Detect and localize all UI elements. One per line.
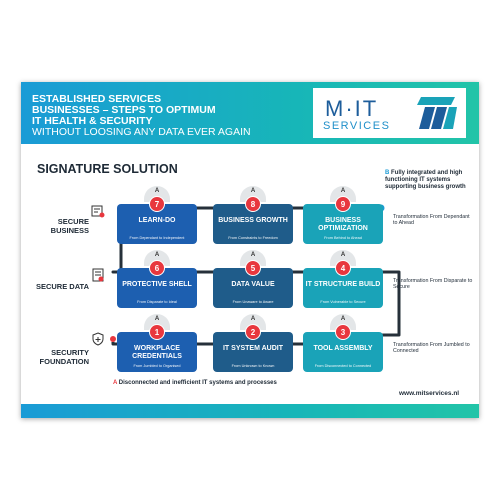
start-marker: A bbox=[113, 380, 118, 386]
stage-letter: A bbox=[340, 252, 346, 258]
stage-letter: A bbox=[154, 188, 160, 194]
logo-name: M·IT bbox=[325, 96, 379, 121]
goal-text: Fully integrated and high functioning IT… bbox=[385, 170, 466, 191]
stage-sub: From Behind to Ahead bbox=[324, 236, 362, 240]
stage-sub: From Jumbled to Organised bbox=[133, 364, 181, 368]
stage-letter: A bbox=[250, 316, 256, 322]
stage-title: TOOL ASSEMBLY bbox=[313, 345, 373, 352]
stage-number-3: 3 bbox=[335, 324, 351, 340]
section-title: SIGNATURE SOLUTION bbox=[37, 162, 178, 176]
goal-marker: B bbox=[385, 170, 390, 176]
stage-letter: A bbox=[250, 252, 256, 258]
stage-title: WORKPLACE CREDENTIALS bbox=[132, 345, 182, 360]
stage-number-4: 4 bbox=[335, 260, 351, 276]
stage-number-9: 9 bbox=[335, 196, 351, 212]
stage-letter: A bbox=[154, 316, 160, 322]
poster: ESTABLISHED SERVICES BUSINESSES – STEPS … bbox=[21, 82, 479, 418]
header-line-1: ESTABLISHED SERVICES bbox=[32, 93, 162, 105]
stage-letter: A bbox=[340, 188, 346, 194]
logo-sub: SERVICES bbox=[323, 120, 391, 132]
transformation-secure-business: Transformation From Dependant to Ahead bbox=[393, 214, 470, 227]
stage-title: BUSINESS OPTIMIZATION bbox=[318, 217, 368, 232]
logo: M·IT SERVICES bbox=[313, 88, 466, 138]
header-line-2: BUSINESSES – STEPS TO OPTIMUM bbox=[32, 104, 216, 116]
stage-number-6: 6 bbox=[149, 260, 165, 276]
stage-letter: A bbox=[154, 252, 160, 258]
header-line-3: IT HEALTH & SECURITY bbox=[32, 115, 153, 127]
stage-letter: A bbox=[340, 316, 346, 322]
row-label-secure-business: SECURE BUSINESS bbox=[50, 217, 89, 235]
stage-title: LEARN-DO bbox=[138, 217, 176, 224]
stage-sub: From Constraints to Freedom bbox=[228, 236, 278, 240]
stage-title: DATA VALUE bbox=[231, 281, 275, 288]
stage-sub: From Vulnerable to Secure bbox=[320, 300, 366, 304]
stage-workplace-credentials: WORKPLACE CREDENTIALS From Jumbled to Or… bbox=[117, 332, 197, 372]
stage-sub: From Unknown to Known bbox=[231, 364, 275, 368]
transformation-secure-data: Transformation From Disparate to Secure bbox=[393, 278, 473, 291]
stage-sub: From Unaware to Aware bbox=[232, 300, 274, 304]
start-text: Disconnected and inefficient IT systems … bbox=[118, 380, 277, 386]
row-label-secure-data: SECURE DATA bbox=[35, 282, 89, 291]
stage-business-optimization: BUSINESS OPTIMIZATION From Behind to Ahe… bbox=[303, 204, 383, 244]
starting-point-note: A Disconnected and inefficient IT system… bbox=[113, 380, 277, 386]
header-line-4: WITHOUT LOOSING ANY DATA EVER AGAIN bbox=[32, 126, 251, 138]
header-banner: ESTABLISHED SERVICES BUSINESSES – STEPS … bbox=[21, 82, 479, 144]
stage-title: IT SYSTEM AUDIT bbox=[222, 345, 284, 352]
secure-business-icon bbox=[91, 205, 105, 218]
stage-sub: From Disparate to Ideal bbox=[137, 300, 177, 304]
logo-mark-icon bbox=[417, 97, 457, 129]
stage-letter: A bbox=[250, 188, 256, 194]
transformation-security-foundation: Transformation From Jumbled to Connected bbox=[393, 342, 470, 355]
stage-number-2: 2 bbox=[245, 324, 261, 340]
website-url: www.mitservices.nl bbox=[399, 390, 460, 397]
stage-number-7: 7 bbox=[149, 196, 165, 212]
secure-data-icon bbox=[92, 268, 104, 282]
stage-sub: From Disconnected to Connected bbox=[314, 364, 372, 368]
stage-title: IT STRUCTURE BUILD bbox=[305, 281, 381, 288]
stage-number-5: 5 bbox=[245, 260, 261, 276]
stage-title: PROTECTIVE SHELL bbox=[122, 281, 192, 288]
footer-bar bbox=[21, 404, 479, 418]
stage-sub: From Dependant to Independent bbox=[129, 236, 185, 240]
stage-number-8: 8 bbox=[245, 196, 261, 212]
stage-number-1: 1 bbox=[149, 324, 165, 340]
goal-note: B Fully integrated and high functioning … bbox=[385, 170, 475, 192]
shield-plus-icon bbox=[92, 332, 104, 346]
stage-title: BUSINESS GROWTH bbox=[218, 217, 288, 224]
row-label-security-foundation: SECURITY FOUNDATION bbox=[39, 348, 89, 366]
